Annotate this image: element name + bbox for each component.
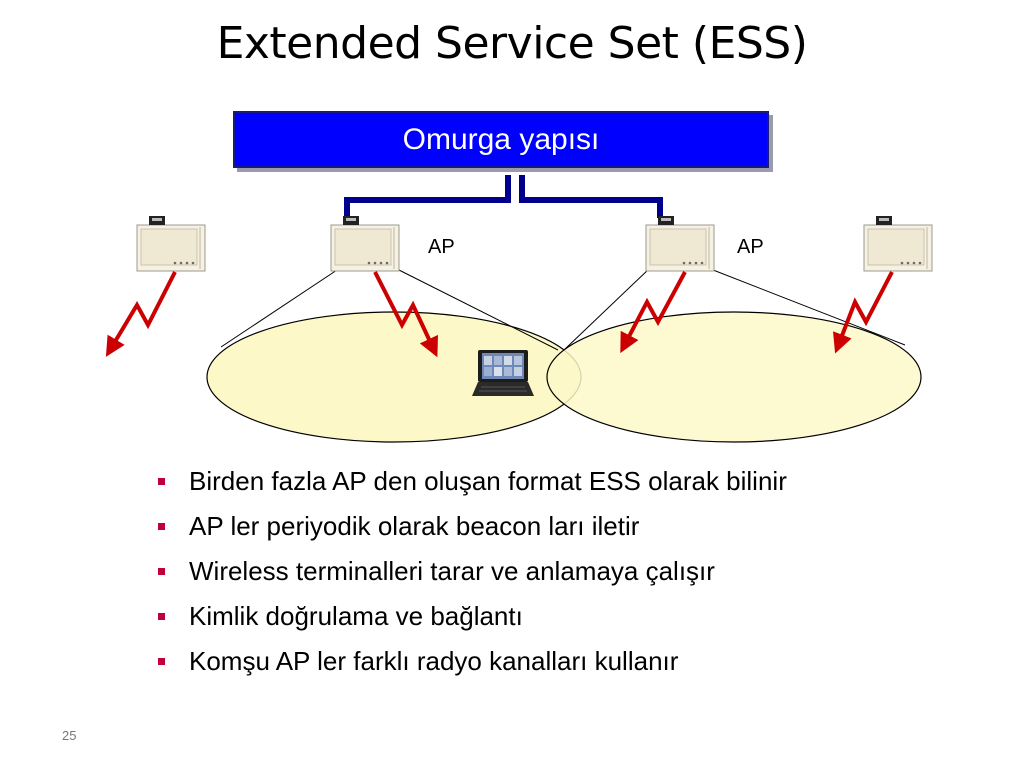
bullet-item: Birden fazla AP den oluşan format ESS ol… — [158, 465, 858, 498]
signal-bolt-icon — [105, 271, 177, 357]
access-point-icon — [863, 215, 933, 272]
access-point-icon — [136, 215, 206, 272]
backbone-cable-left — [344, 175, 511, 218]
access-point-icon — [645, 215, 715, 272]
access-point-icon — [330, 215, 400, 272]
bullet-marker-icon — [158, 478, 165, 485]
bullet-marker-icon — [158, 658, 165, 665]
slide-title: Extended Service Set (ESS) — [216, 18, 808, 69]
laptop-icon — [472, 350, 534, 396]
page-number: 25 — [62, 728, 77, 743]
backbone-cable-right — [519, 175, 663, 218]
bullet-marker-icon — [158, 523, 165, 530]
coverage-area-right — [546, 311, 922, 443]
bullet-list: Birden fazla AP den oluşan format ESS ol… — [158, 465, 858, 690]
signal-bolt-icon — [373, 271, 438, 358]
bullet-marker-icon — [158, 568, 165, 575]
ap-label-left: AP — [428, 236, 455, 258]
bullet-item: Wireless terminalleri tarar ve anlamaya … — [158, 555, 858, 588]
ap-label-right: AP — [737, 236, 764, 258]
signal-bolt-icon — [620, 271, 687, 354]
signal-bolt-icon — [832, 271, 894, 354]
bullet-item: Komşu AP ler farklı radyo kanalları kull… — [158, 645, 858, 678]
bullet-item: Kimlik doğrulama ve bağlantı — [158, 600, 858, 633]
bullet-marker-icon — [158, 613, 165, 620]
bullet-item: AP ler periyodik olarak beacon ları ilet… — [158, 510, 858, 543]
backbone-box: Omurga yapısı — [233, 111, 769, 168]
